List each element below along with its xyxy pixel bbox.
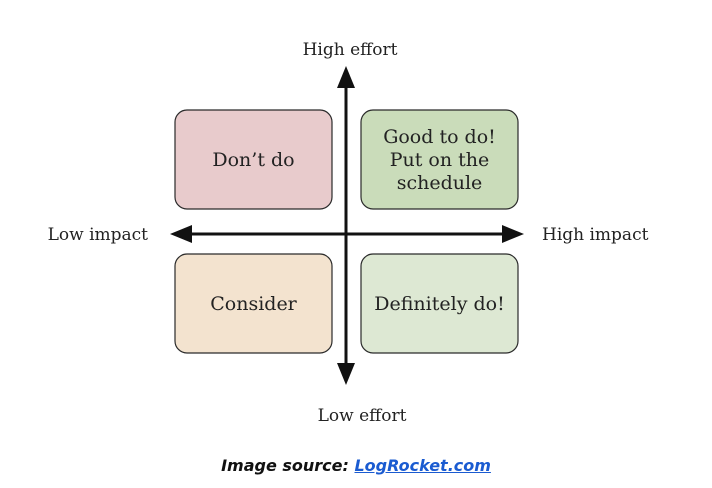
axis-label-high-impact: High impact (542, 225, 649, 245)
quadrant-definitely-do-label: Definitely do! (374, 293, 504, 315)
axis-label-high-effort: High effort (303, 40, 398, 60)
arrow-left-icon (170, 225, 192, 243)
quadrant-consider-label: Consider (210, 293, 297, 315)
quadrant-dont-do-box (174, 109, 333, 210)
axis-label-low-effort: Low effort (318, 406, 407, 426)
image-source-caption: Image source: LogRocket.com (0, 456, 712, 475)
arrow-up-icon (337, 66, 355, 88)
quadrant-good-to-do-box (360, 109, 519, 210)
quadrant-definitely-do-box (360, 253, 519, 354)
axis-label-low-impact: Low impact (48, 225, 149, 245)
quadrant-consider-box (174, 253, 333, 354)
quadrant-dont-do-label: Don’t do (212, 149, 294, 171)
quadrant-good-to-do-label-line3: schedule (397, 172, 483, 194)
quadrant-good-to-do-label-line2: Put on the (390, 149, 490, 171)
quadrant-good-to-do-label-line1: Good to do! (383, 126, 496, 148)
logrocket-link[interactable]: LogRocket.com (354, 456, 491, 475)
arrow-down-icon (337, 363, 355, 385)
arrow-right-icon (502, 225, 524, 243)
caption-prefix: Image source: (221, 456, 355, 475)
